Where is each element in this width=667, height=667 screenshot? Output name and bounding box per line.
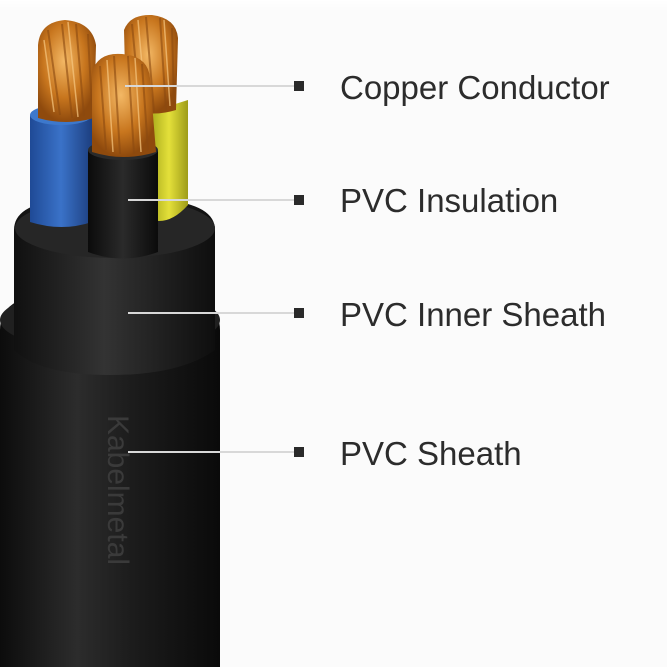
copper-conductors: [38, 14, 178, 157]
yellow-insulated-core: [150, 100, 188, 221]
copper-strand-front: [92, 53, 156, 157]
label-pvc-sheath: PVC Sheath: [340, 435, 522, 472]
leader-lines: [125, 81, 304, 457]
label-pvc-insulation: PVC Insulation: [340, 182, 559, 219]
copper-strand-back-left: [38, 20, 96, 122]
cable-print-text: Kabelmetal: [101, 415, 134, 565]
top-fade: [0, 0, 667, 12]
label-pvc-inner-sheath: PVC Inner Sheath: [340, 296, 606, 333]
leader-dot-copper: [294, 81, 304, 91]
leader-dot-sheath: [294, 447, 304, 457]
label-copper-conductor: Copper Conductor: [340, 69, 610, 106]
blue-insulated-core: [30, 105, 92, 227]
leader-dot-inner-sheath: [294, 308, 304, 318]
leader-dot-insulation: [294, 195, 304, 205]
